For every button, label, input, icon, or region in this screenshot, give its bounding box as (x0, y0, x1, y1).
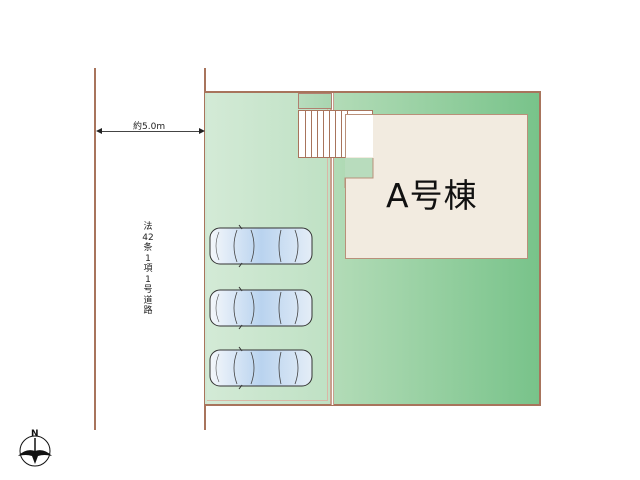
stair-tread (341, 111, 342, 157)
car-icon (209, 346, 313, 390)
stair-tread (317, 111, 318, 157)
stair-tread (305, 111, 306, 157)
road-left-edge (94, 68, 96, 430)
north-compass-icon (18, 435, 52, 467)
road-width-label: 約5.0m (133, 122, 166, 132)
house-notch-outline (344, 158, 374, 188)
building-a-footprint (345, 114, 528, 259)
dimension-arrow-left-icon (96, 128, 102, 134)
compass-north-label: N (31, 429, 39, 439)
parking-inner-border (207, 93, 328, 401)
stairs-house-cover (346, 115, 373, 157)
road-classification-label: 法42条1項1号道路 (142, 222, 154, 316)
car-icon (209, 224, 313, 268)
side-walkway (331, 93, 334, 405)
stair-tread (335, 111, 336, 157)
building-label: A号棟 (386, 176, 478, 215)
car-icon (209, 286, 313, 330)
entry-gate (298, 93, 332, 109)
stair-tread (311, 111, 312, 157)
road-width-dimension-line (98, 131, 202, 132)
stair-tread (323, 111, 324, 157)
stair-tread (329, 111, 330, 157)
dimension-arrow-right-icon (199, 128, 205, 134)
